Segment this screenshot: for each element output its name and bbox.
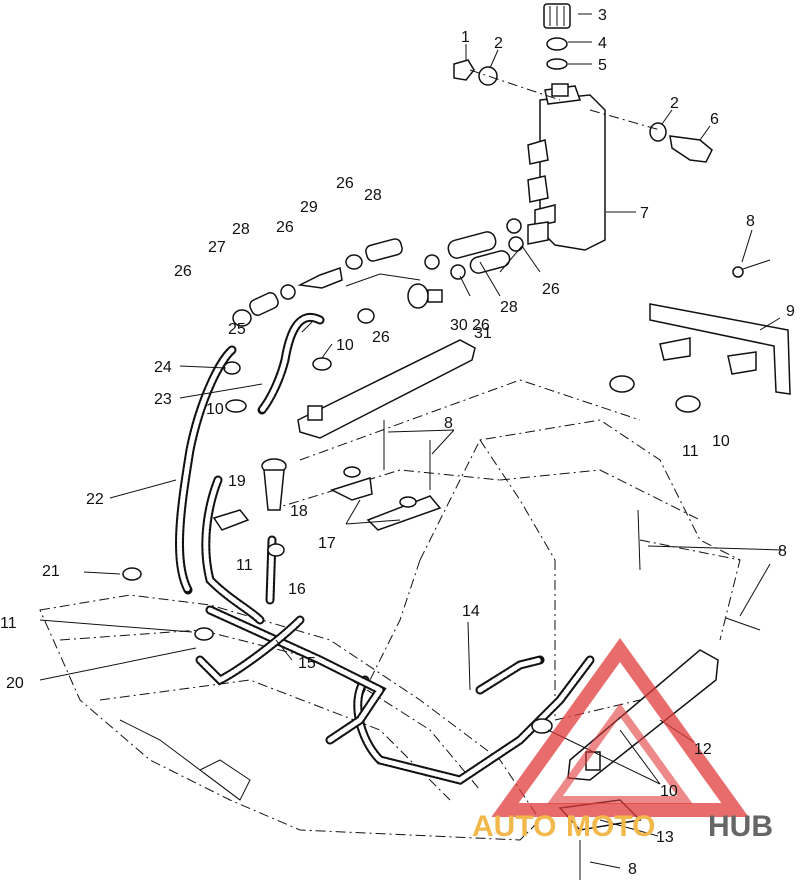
watermark-triangle [491,638,749,817]
label-11a: 11 [682,443,699,460]
label-18: 18 [290,503,308,520]
label-8d: 8 [628,861,637,878]
part-labels: 1 2 3 4 5 2 6 7 8 9 26 28 29 26 28 27 26… [0,7,795,878]
label-24: 24 [154,359,172,376]
watermark-hub: HUB [708,810,773,843]
label-10d: 10 [660,783,678,800]
label-8a: 8 [746,213,755,230]
oil-reservoir [527,83,606,251]
rivets-8 [383,259,771,880]
label-22: 22 [86,491,104,508]
washer-2-left [478,66,498,86]
label-17: 17 [318,535,336,552]
label-28c: 28 [500,299,518,316]
hose-14 [353,655,595,785]
label-13: 13 [656,829,674,846]
cap-3 [543,3,571,29]
clamps [122,357,701,734]
label-26f: 26 [472,317,490,334]
nut-1 [453,59,475,81]
watermark-moto: MOTO [566,810,655,843]
label-27: 27 [208,239,226,256]
bolt-6 [669,135,713,163]
label-9: 9 [786,303,795,320]
bracket-31 [297,339,476,439]
label-29: 29 [300,199,318,216]
label-25: 25 [228,321,246,338]
bracket-9 [649,303,791,395]
label-11b: 11 [236,557,253,574]
label-2b: 2 [670,95,679,112]
label-10b: 10 [206,401,224,418]
label-14: 14 [462,603,480,620]
label-5: 5 [598,57,607,74]
label-11c: 11 [0,615,17,632]
label-28a: 28 [364,187,382,204]
label-26d: 26 [542,281,560,298]
label-4: 4 [598,35,607,52]
hose-23 [201,475,265,625]
label-8b: 8 [444,415,453,432]
label-31: 31 [474,325,492,342]
label-12: 12 [694,741,712,758]
label-20: 20 [6,675,24,692]
label-6: 6 [710,111,719,128]
filler-18 [261,458,287,511]
chassis-frame [39,379,741,841]
fitting-19 [212,509,250,531]
label-23: 23 [154,391,172,408]
watermark: AUTO MOTO HUB [472,638,773,843]
label-30: 30 [450,317,468,334]
label-10a: 10 [336,337,354,354]
label-19: 19 [228,473,246,490]
hose-15 [195,605,387,745]
label-10c: 10 [712,433,730,450]
leader-lines [39,13,783,869]
label-7: 7 [640,205,649,222]
grommet-4 [546,37,568,51]
label-26a: 26 [336,175,354,192]
washer-2-right [649,122,667,142]
label-26c: 26 [174,263,192,280]
label-16: 16 [288,581,306,598]
label-15: 15 [298,655,316,672]
washer-5 [546,58,568,70]
label-1: 1 [461,29,470,46]
label-3: 3 [598,7,607,24]
hose-25 [257,313,325,415]
label-26e: 26 [372,329,390,346]
watermark-auto: AUTO [472,810,556,843]
label-21: 21 [42,563,60,580]
line-fittings [232,218,524,327]
label-26b: 26 [276,219,294,236]
label-2: 2 [494,35,503,52]
label-28b: 28 [232,221,250,238]
hose-22 [174,345,237,595]
label-8c: 8 [778,543,787,560]
